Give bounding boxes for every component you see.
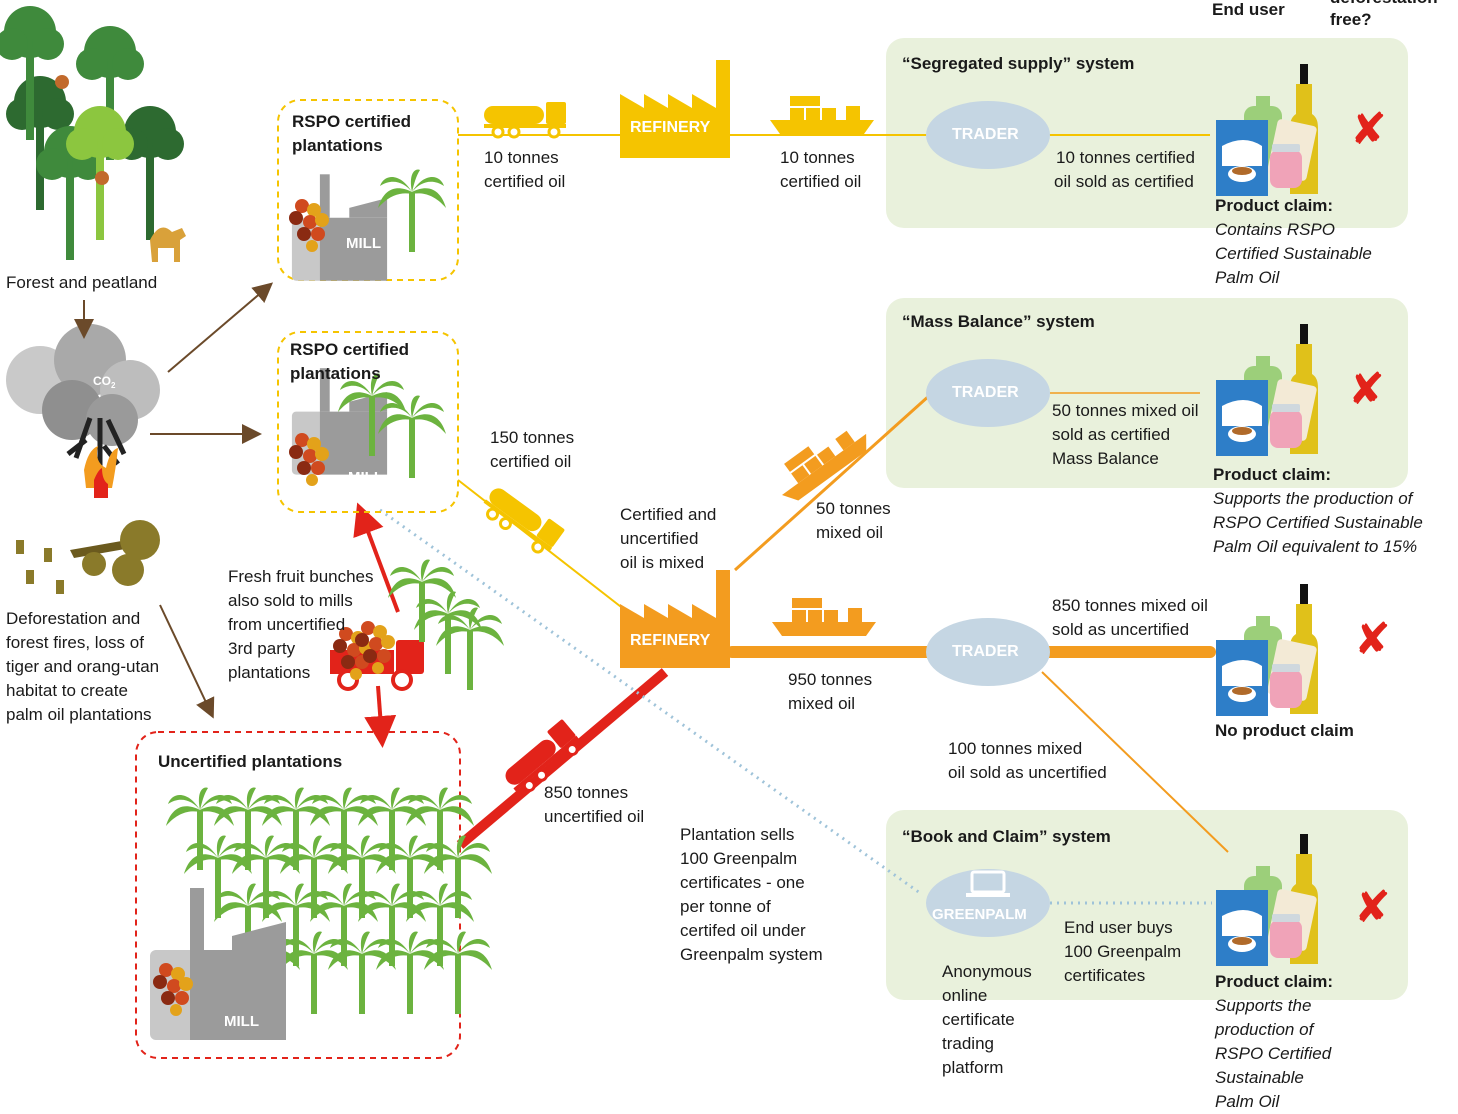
- segregated-sold: oil sold as certified: [1054, 172, 1194, 191]
- claim-text: Palm Oil: [1215, 268, 1280, 287]
- flow-label: 850 tonnes: [544, 783, 629, 802]
- mixed-label: Certified and: [620, 505, 717, 524]
- book-sold: 100 Greenpalm: [1064, 942, 1182, 961]
- rspo2-title: RSPO certified: [290, 340, 410, 359]
- palm-icon: [378, 169, 446, 252]
- rspo-box-2: [277, 331, 459, 513]
- mass-sold: Mass Balance: [1052, 449, 1159, 468]
- refinery-icon: [620, 570, 730, 668]
- flow-label: mixed oil: [816, 523, 884, 542]
- ship-icon: [772, 598, 876, 636]
- claim-title: Product claim:: [1215, 196, 1334, 215]
- claim-text: Supports the: [1215, 996, 1312, 1015]
- product-group-icon: [1216, 584, 1318, 716]
- uncertified-oil-flow-line: [456, 668, 669, 849]
- mass-sold: sold as certified: [1052, 425, 1171, 444]
- flow-label: 50 tonnes: [816, 499, 891, 518]
- book-sold: certificates: [1064, 966, 1146, 985]
- claim-text: Certified Sustainable: [1215, 244, 1372, 263]
- flow-label: 950 tonnes: [788, 670, 873, 689]
- arrow-to-uncertified: [159, 604, 215, 719]
- mill-label: MILL: [346, 235, 381, 252]
- greenpalm-label: GREENPALM: [932, 906, 1027, 923]
- mass-title: “Mass Balance” system: [902, 312, 1095, 331]
- free-header: free?: [1330, 10, 1372, 29]
- claim-title: Product claim:: [1215, 972, 1334, 991]
- flow-label: 150 tonnes: [490, 428, 575, 447]
- mixed-label: oil is mixed: [620, 553, 705, 572]
- palm-icon: [378, 395, 446, 478]
- arrow-to-rspo1: [167, 282, 274, 373]
- segregated-title: “Segregated supply” system: [902, 54, 1135, 73]
- arrow-fruit-to-mill: [353, 502, 400, 613]
- ship-icon: [770, 96, 874, 134]
- flow-label: 10 tonnes: [780, 148, 855, 167]
- laptop-icon: [970, 870, 1006, 894]
- co2-label: CO2: [93, 374, 116, 390]
- flow-label: certified oil: [490, 452, 572, 471]
- rspo1-title-2: plantations: [292, 136, 383, 155]
- smoke-fire-illustration: [6, 324, 160, 498]
- trader-node: [926, 101, 1050, 169]
- flow-label: certified oil: [484, 172, 566, 191]
- refinery-icon: [620, 60, 730, 158]
- claim-text: RSPO Certified: [1215, 1044, 1332, 1063]
- fruit-truck-icon: [330, 621, 424, 691]
- palm-icon: [424, 931, 492, 1014]
- flow-label: certified oil: [780, 172, 862, 191]
- claim-text: Sustainable: [1215, 1068, 1304, 1087]
- flow-label: oil sold as uncertified: [948, 763, 1107, 782]
- felled-trees-illustration: [16, 520, 160, 594]
- deforestation-header: deforestation: [1330, 0, 1438, 10]
- claim-title: Product claim:: [1213, 465, 1332, 484]
- cross-icon: ✘: [1354, 615, 1391, 664]
- rspo1-title: RSPO certified: [292, 112, 412, 131]
- claim-text: Supports the production of: [1213, 489, 1413, 508]
- cross-icon: ✘: [1348, 365, 1385, 414]
- trader-node: [926, 359, 1050, 427]
- no-claim-title: No product claim: [1215, 721, 1354, 740]
- mill-label: MILL: [224, 1013, 259, 1030]
- book-title: “Book and Claim” system: [902, 827, 1111, 846]
- uncertified-title: Uncertified plantations: [158, 752, 343, 771]
- claim-text: Contains RSPO: [1215, 220, 1335, 239]
- refinery-label: REFINERY: [630, 119, 711, 136]
- trader-label: TRADER: [952, 643, 1019, 660]
- rspo2-title-2: plantations: [290, 364, 381, 383]
- mixed-label: uncertified: [620, 529, 699, 548]
- uncertified-to-book-line: [1041, 671, 1229, 853]
- claim-text: Palm Oil equivalent to 15%: [1213, 537, 1418, 556]
- truck-icon: [476, 480, 567, 560]
- flow-label: 10 tonnes: [484, 148, 559, 167]
- segregated-sold: 10 tonnes certified: [1056, 148, 1195, 167]
- flow-label: uncertified oil: [544, 807, 645, 826]
- claim-text: production of: [1215, 1020, 1314, 1039]
- claim-text: RSPO Certified Sustainable: [1213, 513, 1423, 532]
- end-user-header: End user: [1212, 0, 1285, 19]
- book-sold: End user buys: [1064, 918, 1173, 937]
- greenpalm-node: [926, 869, 1050, 937]
- flow-label: 100 tonnes mixed: [948, 739, 1083, 758]
- mass-balance-flow-line: [733, 393, 932, 572]
- refinery-label: REFINERY: [630, 632, 711, 649]
- trader-label: TRADER: [952, 384, 1019, 401]
- cross-icon: ✘: [1350, 105, 1387, 154]
- trader-label: TRADER: [952, 126, 1019, 143]
- truck-icon: [482, 100, 568, 139]
- uncert-sold: 850 tonnes mixed oil: [1052, 596, 1208, 615]
- trader-node: [926, 618, 1050, 686]
- forest-illustration: [0, 6, 186, 262]
- cross-icon: ✘: [1354, 883, 1391, 932]
- uncert-sold: sold as uncertified: [1052, 620, 1190, 639]
- mill-label: MILL: [348, 469, 383, 486]
- flow-label: mixed oil: [788, 694, 856, 713]
- forest-label: Forest and peatland: [6, 273, 158, 292]
- claim-text: Palm Oil: [1215, 1092, 1280, 1111]
- mass-sold: 50 tonnes mixed oil: [1052, 401, 1199, 420]
